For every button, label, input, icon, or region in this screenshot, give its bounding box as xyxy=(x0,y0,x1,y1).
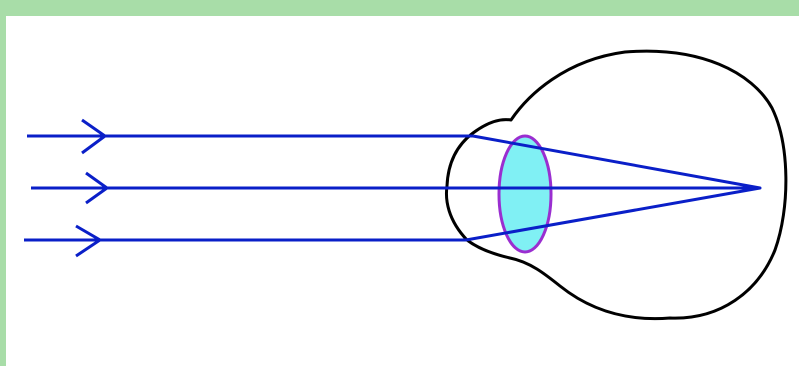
eye-lens xyxy=(499,136,551,252)
focal-point xyxy=(759,187,762,190)
diagram-background xyxy=(6,16,799,366)
